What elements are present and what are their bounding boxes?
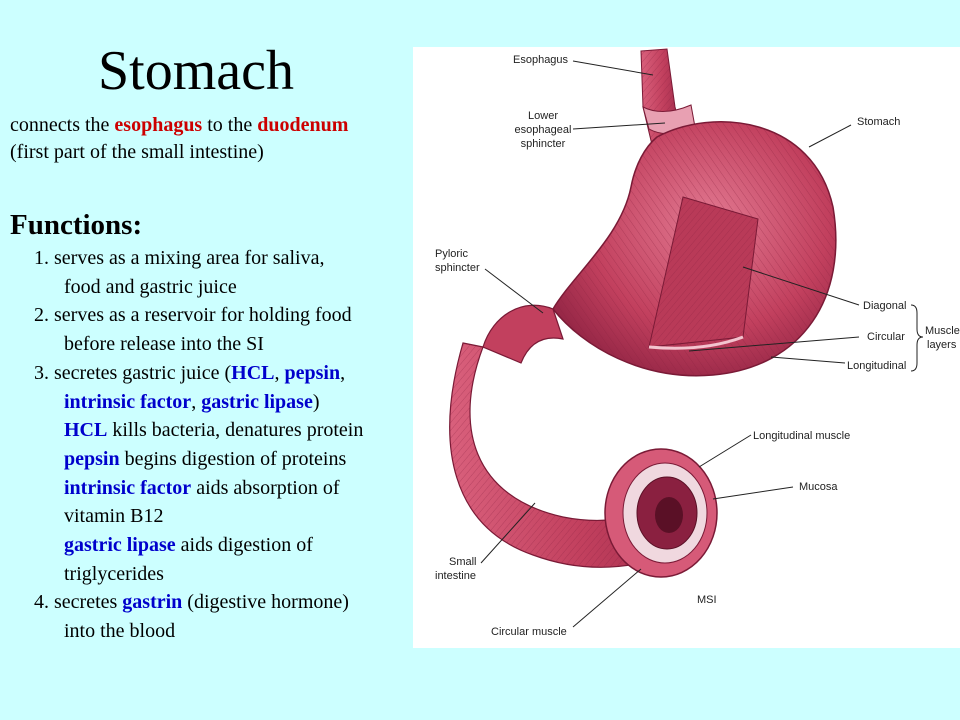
text: , — [274, 361, 285, 384]
intro-line-2: (first part of the small intestine) — [10, 141, 264, 163]
function-2-line-2: before release into the SI — [64, 333, 264, 356]
label-muscle-layers-1: Muscle — [925, 325, 960, 337]
label-small-intestine-1: Small — [449, 556, 477, 568]
term-pepsin: pepsin — [64, 447, 120, 470]
leader-line — [712, 486, 794, 500]
label-muscle-layers-2: layers — [927, 339, 957, 351]
stomach-illustration: Esophagus Lower esophageal sphincter Sto… — [435, 48, 960, 638]
leader-line — [480, 502, 536, 564]
text: ) — [312, 390, 320, 413]
circular-layer-edge — [648, 335, 744, 350]
function-item-3: 3. secretes gastric juice (HCL, pepsin, … — [34, 359, 428, 589]
function-item-4: 4. secretes gastrin (digestive hormone) … — [34, 588, 428, 645]
label-small-intestine-2: intestine — [435, 570, 476, 582]
label-pyloric-2: sphincter — [435, 262, 480, 274]
function-3-line-1: 3. secretes gastric juice (HCL, pepsin, — [34, 359, 428, 388]
functions-list: 1. serves as a mixing area for saliva, f… — [34, 244, 428, 646]
small-intestine-texture — [449, 343, 713, 568]
muscle-layers-bracket — [910, 304, 924, 372]
text: 3. secretes gastric juice ( — [34, 361, 232, 384]
function-3-line-3: HCL kills bacteria, denatures protein — [34, 416, 428, 445]
leader-line — [484, 268, 544, 314]
function-1-line-1: 1. serves as a mixing area for saliva, — [34, 247, 325, 269]
muscle-layers-texture — [649, 197, 758, 347]
leader-line — [808, 124, 852, 148]
leader-line — [770, 356, 846, 364]
term-esophagus: esophagus — [114, 114, 203, 136]
leader-line — [572, 60, 654, 76]
leader-line — [688, 336, 860, 352]
intro-text: connects the esophagus to the duodenum (… — [10, 112, 348, 166]
label-longitudinal-muscle: Longitudinal muscle — [753, 430, 850, 442]
label-circular-muscle: Circular muscle — [491, 626, 567, 638]
leader-line — [742, 266, 860, 306]
leader-line — [572, 568, 642, 628]
text: , — [191, 390, 202, 413]
term-duodenum: duodenum — [257, 114, 349, 136]
functions-heading: Functions: — [10, 209, 143, 241]
function-3-line-5: intrinsic factor aids absorption of — [34, 474, 428, 503]
label-pyloric-1: Pyloric — [435, 248, 469, 260]
label-stomach: Stomach — [857, 116, 900, 128]
function-3-line-6: vitamin B12 — [64, 505, 164, 528]
stomach-diagram: Esophagus Lower esophageal sphincter Sto… — [413, 47, 960, 648]
function-item-2: 2. serves as a reservoir for holding foo… — [34, 301, 428, 358]
term-pepsin: pepsin — [284, 361, 341, 384]
text: (digestive hormone) — [182, 591, 349, 614]
term-gastric-lipase: gastric lipase — [201, 390, 313, 413]
function-2-line-1: 2. serves as a reservoir for holding foo… — [34, 304, 352, 327]
artist-signature: MSI — [697, 594, 717, 606]
slide-title: Stomach — [98, 40, 294, 102]
intestine-lumen-center — [655, 497, 683, 533]
text: begins digestion of proteins — [119, 447, 347, 470]
function-3-line-2: intrinsic factor, gastric lipase) — [34, 388, 428, 417]
term-intrinsic-factor: intrinsic factor — [64, 476, 192, 499]
leader-line — [698, 434, 752, 468]
text: kills bacteria, denatures protein — [107, 419, 364, 442]
term-gastric-lipase: gastric lipase — [64, 534, 176, 557]
intro-line-1: connects the esophagus to the duodenum — [10, 112, 348, 139]
function-4-line-1: 4. secretes gastrin (digestive hormone) — [34, 588, 428, 617]
label-mucosa: Mucosa — [799, 481, 838, 493]
function-1-line-2: food and gastric juice — [64, 275, 237, 298]
label-lower-sphincter-3: sphincter — [521, 138, 566, 150]
term-hcl: HCL — [231, 361, 275, 384]
leader-line — [572, 122, 666, 130]
label-longitudinal: Longitudinal — [847, 360, 906, 372]
function-3-line-8: triglycerides — [64, 562, 164, 585]
pyloric-sphincter-shape — [482, 304, 564, 364]
term-gastrin: gastrin — [122, 591, 183, 614]
intro-text-a: connects the — [10, 114, 115, 136]
function-3-line-7: gastric lipase aids digestion of — [34, 531, 428, 560]
label-lower-sphincter-1: Lower — [528, 110, 558, 122]
leader-lines — [480, 60, 860, 628]
function-item-1: 1. serves as a mixing area for saliva, f… — [34, 244, 428, 301]
text: 4. secretes — [34, 591, 123, 614]
term-intrinsic-factor: intrinsic factor — [64, 390, 192, 413]
text: , — [340, 361, 346, 384]
text: aids digestion of — [175, 534, 313, 557]
function-3-line-4: pepsin begins digestion of proteins — [34, 445, 428, 474]
text: aids absorption of — [191, 476, 340, 499]
label-diagonal: Diagonal — [863, 300, 906, 312]
label-esophagus: Esophagus — [513, 54, 569, 66]
term-hcl: HCL — [64, 419, 108, 442]
label-circular: Circular — [867, 331, 905, 343]
intro-text-c: to the — [202, 114, 258, 136]
label-lower-sphincter-2: esophageal — [515, 124, 572, 136]
function-4-line-2: into the blood — [64, 620, 176, 643]
